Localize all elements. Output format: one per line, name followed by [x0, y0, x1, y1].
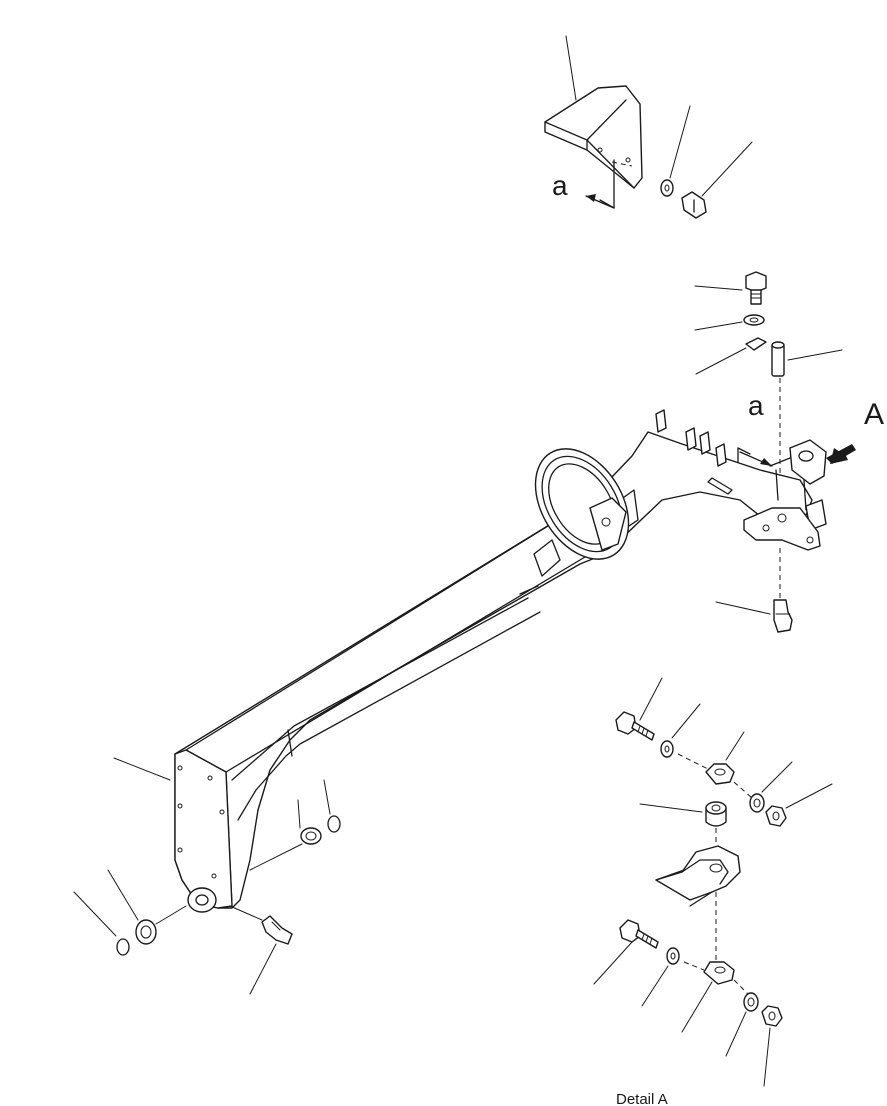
leader-line [107, 869, 139, 921]
leader-line [641, 965, 669, 1007]
detail-a-bracket [655, 845, 741, 907]
detail-a-eye-upper [705, 763, 735, 785]
leader-line [695, 347, 747, 375]
leader-line [715, 601, 771, 615]
leader-line [229, 905, 263, 921]
main-frame [174, 409, 827, 913]
lock-washer [743, 314, 765, 326]
leader-line [249, 943, 277, 995]
detail-a-washer-upper-right [749, 793, 765, 813]
lock-plate [745, 337, 767, 351]
leader-line [323, 779, 331, 815]
leader-line [639, 803, 703, 813]
detail-caption: Detail A [616, 1091, 668, 1106]
detail-a-bolt-lower [619, 919, 659, 949]
leader-line [725, 731, 745, 761]
leader-line [761, 761, 793, 793]
bolt-top [681, 191, 707, 219]
grease-fitting-right [773, 599, 793, 633]
washer-front-a [300, 827, 322, 845]
leader-line [639, 677, 663, 721]
view-arrow-a-top [585, 159, 615, 209]
washer-front-b [135, 919, 157, 945]
washer-top [660, 179, 674, 197]
cover-bracket [544, 85, 643, 189]
detail-a-centerline-lower [733, 979, 749, 995]
detail-a-washer-lower-right [743, 992, 759, 1012]
detail-a-centerline-upper [733, 781, 753, 799]
detail-arrow-label: A [864, 398, 885, 431]
view-label-a-mid: a [748, 390, 764, 421]
leader-line [681, 981, 713, 1033]
view-label-a-top: a [552, 170, 568, 201]
pin [771, 341, 785, 377]
detail-a-eye-lower [703, 961, 735, 985]
leader-line [671, 703, 701, 739]
detail-a-bolt-upper [615, 711, 655, 741]
detail-a-arrow [826, 444, 856, 464]
leader-line [785, 783, 833, 809]
leader-line [73, 891, 117, 937]
snap-ring-front-a [327, 815, 341, 833]
bolt-pin-stack [745, 271, 767, 305]
detail-a-centerline-upper [677, 753, 711, 771]
grease-fitting-front [261, 915, 293, 945]
leader-line [694, 285, 743, 291]
leader-line [787, 349, 843, 361]
snap-ring-front-b [116, 938, 130, 956]
detail-a-washer-lower [666, 947, 680, 965]
leader-line [249, 843, 303, 871]
leader-line [297, 799, 301, 829]
leader-line [694, 321, 743, 331]
detail-a-bushing [705, 801, 727, 827]
leader-line [155, 905, 187, 925]
leader-line [565, 35, 577, 101]
leader-line [669, 105, 691, 179]
detail-a-centerline-lower [683, 961, 705, 971]
leader-line [763, 1027, 771, 1087]
detail-a-nut-upper [765, 805, 787, 827]
leader-line [701, 141, 753, 197]
detail-a-washer-upper [660, 740, 674, 758]
leader-line [725, 1011, 747, 1057]
leader-line [593, 941, 633, 985]
leader-line [113, 757, 171, 781]
detail-a-nut-lower [761, 1005, 783, 1027]
